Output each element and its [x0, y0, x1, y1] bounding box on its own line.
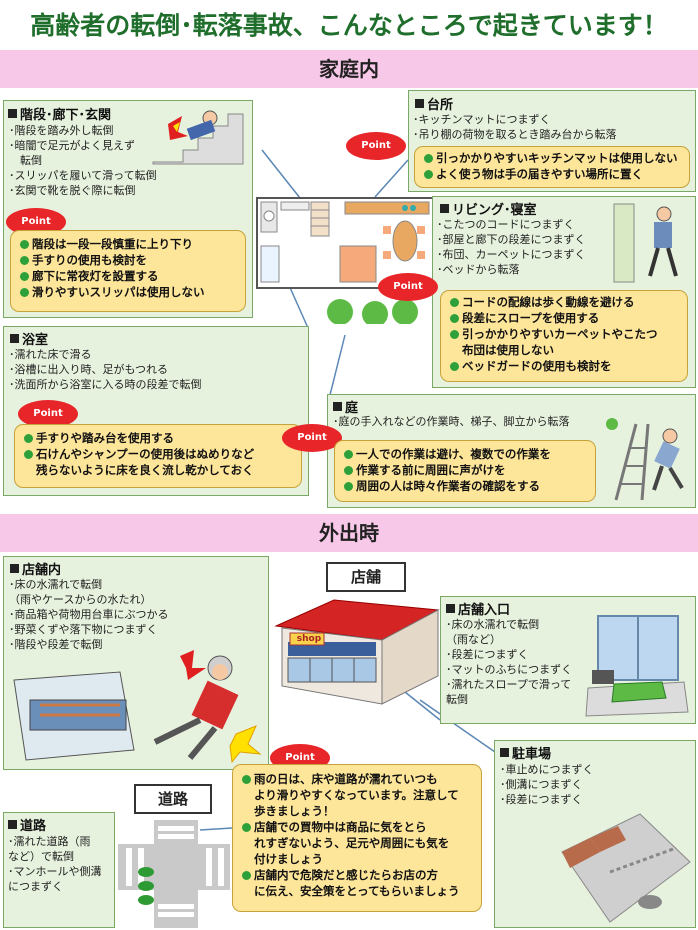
parking-title: 駐車場	[500, 743, 551, 762]
road-intersection-illustration	[118, 820, 230, 928]
square-icon	[10, 334, 19, 343]
living-title: リビング･寝室	[440, 199, 537, 218]
living-lines: ･こたつのコードにつまずく ･部屋と廊下の段差につまずく ･布団、カーペットにつ…	[437, 218, 586, 276]
kitchen-point-box: 引っかかりやすいキッチンマットは使用しない よく使う物は手の届きやすい場所に置く	[414, 146, 690, 188]
person-tripping-illustration	[613, 203, 678, 283]
outside-point-box: 雨の日は、床や道路が濡れていつも より滑りやすくなっています。注意して 歩きまし…	[232, 764, 482, 912]
garden-title: 庭	[333, 397, 358, 416]
store-entrance-lines: ･床の水濡れで転倒 （雨など） ･段差につまずく ･マットのふちにつまずく ･濡…	[446, 618, 573, 706]
bath-point-box: 手すりや踏み台を使用する 石けんやシャンプーの使用後はぬめりなど 残らないように…	[14, 424, 302, 488]
store-inside-title: 店舗内	[10, 559, 61, 578]
store-inside-lines: ･床の水濡れで転倒 （雨やケースからの水たれ） ･商品箱や荷物用台車にぶつかる …	[9, 578, 169, 651]
garden-point-badge: Point	[282, 424, 342, 452]
page-title: 高齢者の転倒･転落事故、こんなところで起きています！	[30, 11, 668, 40]
road-title: 道路	[8, 815, 46, 834]
living-point-badge: Point	[378, 273, 438, 301]
road-label: 道路	[134, 784, 212, 814]
living-point-box: コードの配線は歩く動線を避ける 段差にスロープを使用する 引っかかりやすいカーペ…	[440, 290, 688, 382]
stairs-lines: ･階段を踏み外し転倒 ･暗闇で足元がよく見えず 転倒 ･スリッパを履いて滑って転…	[9, 124, 157, 197]
stairs-fall-illustration	[152, 110, 244, 165]
garden-point-box: 一人での作業は避け、複数での作業を 作業する前に周囲に声がけを 周囲の人は時々作…	[334, 440, 596, 502]
bath-point-badge: Point	[18, 400, 78, 428]
parking-lines: ･車止めにつまずく ･側溝につまずく ･段差につまずく	[500, 763, 594, 806]
store-label: 店舗	[326, 562, 406, 592]
square-icon	[415, 99, 424, 108]
square-icon	[10, 564, 19, 573]
square-icon	[446, 604, 455, 613]
square-icon	[500, 748, 509, 757]
parking-box	[494, 740, 696, 928]
store-entrance-illustration	[585, 615, 689, 717]
kitchen-point-badge: Point	[346, 132, 406, 160]
stairs-title: 階段･廊下･玄関	[8, 104, 111, 123]
bath-title: 浴室	[10, 329, 48, 348]
parking-curb-illustration	[561, 813, 691, 923]
shop-sign-text: shop	[296, 634, 322, 644]
bath-lines: ･濡れた床で滑る ･浴槽に出入り時、足がもつれる ･洗面所から浴室に入る時の段差…	[9, 348, 202, 391]
kitchen-lines: ･キッチンマットにつまずく ･吊り棚の荷物を取るとき踏み台から転落	[413, 113, 617, 141]
road-box	[3, 812, 115, 928]
section-band-outside: 外出時	[0, 514, 698, 552]
ladder-fall-illustration	[606, 418, 684, 501]
square-icon	[8, 820, 17, 829]
kitchen-title: 台所	[415, 94, 453, 113]
store-entrance-title: 店舗入口	[446, 599, 510, 618]
road-lines: ･濡れた道路（雨 など）で転倒 ･マンホールや側溝 につまずく	[8, 835, 102, 893]
square-icon	[333, 402, 342, 411]
section-band-home: 家庭内	[0, 50, 698, 88]
store-fall-illustration	[13, 650, 262, 764]
store-building-illustration	[274, 599, 440, 705]
stairs-point-box: 階段は一段一段慎重に上り下り 手すりの使用も検討を 廊下に常夜灯を設置する 滑り…	[10, 230, 246, 312]
square-icon	[440, 204, 449, 213]
square-icon	[8, 109, 17, 118]
garden-lines: ･庭の手入れなどの作業時、梯子、脚立から転落	[333, 415, 570, 428]
house-floor-plan	[256, 197, 434, 324]
